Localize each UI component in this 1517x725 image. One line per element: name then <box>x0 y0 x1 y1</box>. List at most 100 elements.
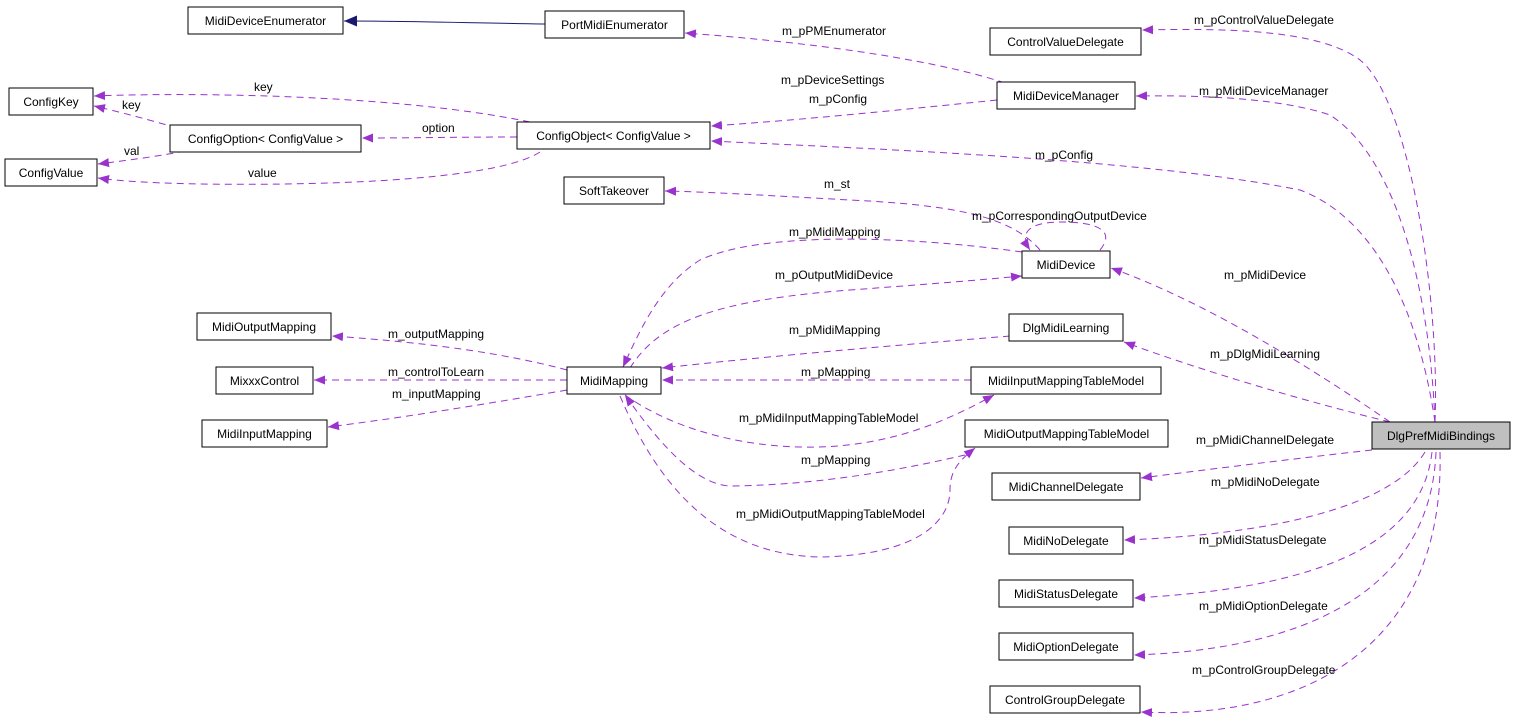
label-m-controltolearn: m_controlToLearn <box>388 365 484 379</box>
node-midi-output-mapping-table-model[interactable]: MidiOutputMappingTableModel <box>964 419 1169 448</box>
edge-key-configobject <box>93 91 531 123</box>
label-m-pmididevicemanager: m_pMidiDeviceManager <box>1199 84 1328 98</box>
node-midi-option-delegate[interactable]: MidiOptionDelegate <box>998 632 1134 661</box>
edge-midi-status-delegate <box>1133 451 1433 602</box>
label-m-pmidistatusdelegate: m_pMidiStatusDelegate <box>1199 533 1327 547</box>
node-mididevice-enumerator[interactable]: MidiDeviceEnumerator <box>187 6 344 35</box>
node-label: SoftTakeover <box>579 184 649 198</box>
node-midi-input-mapping-table-model[interactable]: MidiInputMappingTableModel <box>970 366 1162 395</box>
node-label: ConfigObject< ConfigValue > <box>536 129 691 143</box>
label-key-configoption: key <box>122 98 141 112</box>
node-label: MidiDevice <box>1037 258 1096 272</box>
node-midi-device-manager[interactable]: MidiDeviceManager <box>996 81 1136 110</box>
label-m-ppmenumerator: m_pPMEnumerator <box>782 24 886 38</box>
edge-key-configoption <box>93 104 178 129</box>
node-control-value-delegate[interactable]: ControlValueDelegate <box>989 27 1142 56</box>
edge-config-dlg <box>710 137 1436 423</box>
edge-midimapping-device <box>622 238 1023 368</box>
edge-output-mapping <box>331 332 568 371</box>
node-label: MidiInputMapping <box>217 427 312 441</box>
edge-output-table-model <box>619 395 976 558</box>
label-m-poutputmididevice: m_pOutputMidiDevice <box>775 268 893 282</box>
node-label: ConfigValue <box>19 166 84 180</box>
edge-dlg-midi-learning <box>1123 341 1391 423</box>
edge-pm-enumerator <box>684 29 1006 84</box>
node-midi-input-mapping[interactable]: MidiInputMapping <box>201 419 328 448</box>
edge-midi-no-delegate <box>1123 451 1426 545</box>
edge-inheritance-portmidi <box>343 15 546 27</box>
edge-control-group-delegate <box>1140 451 1441 718</box>
node-label: ConfigOption< ConfigValue > <box>188 132 343 146</box>
label-m-pmidioutputmappingtablemodel: m_pMidiOutputMappingTableModel <box>736 507 925 521</box>
node-dlg-pref-midi-bindings[interactable]: DlgPrefMidiBindings <box>1371 421 1511 450</box>
node-label: ControlGroupDelegate <box>1005 693 1125 707</box>
node-label: MidiChannelDelegate <box>1009 480 1124 494</box>
edge-midimapping-learning <box>661 335 1011 372</box>
node-control-group-delegate[interactable]: ControlGroupDelegate <box>989 685 1141 714</box>
node-label: DlgMidiLearning <box>1023 321 1110 335</box>
label-m-pmidioptiondelegate: m_pMidiOptionDelegate <box>1199 599 1328 613</box>
label-m-pcontrolvaluedelegate: m_pControlValueDelegate <box>1194 13 1334 27</box>
label-m-pmidimapping-device: m_pMidiMapping <box>789 225 880 239</box>
edge-corresponding-output <box>1020 221 1107 251</box>
label-m-pconfig-dlg: m_pConfig <box>1035 148 1093 162</box>
node-config-object[interactable]: ConfigObject< ConfigValue > <box>516 121 711 150</box>
node-label: MidiOutputMappingTableModel <box>984 427 1149 441</box>
node-label: MidiDeviceManager <box>1013 89 1119 103</box>
label-key-configobject: key <box>254 80 273 94</box>
edge-output-midi-device <box>629 272 1023 369</box>
node-midi-status-delegate[interactable]: MidiStatusDelegate <box>998 579 1134 608</box>
label-m-pmidiinputmappingtablemodel: m_pMidiInputMappingTableModel <box>739 411 918 425</box>
node-portmidi-enumerator[interactable]: PortMidiEnumerator <box>544 10 685 39</box>
node-config-value[interactable]: ConfigValue <box>4 158 98 187</box>
edge-input-table-model <box>624 394 995 448</box>
edges <box>93 15 1441 718</box>
edge-soft-takeover <box>664 186 1041 251</box>
node-midi-channel-delegate[interactable]: MidiChannelDelegate <box>991 472 1141 501</box>
nodes: MidiDeviceEnumerator PortMidiEnumerator … <box>4 6 1511 714</box>
edge-midi-device-manager <box>1135 91 1436 423</box>
node-label: ConfigKey <box>23 95 78 109</box>
label-val: val <box>124 144 139 158</box>
node-soft-takeover[interactable]: SoftTakeover <box>563 176 665 205</box>
edge-mapping-output <box>624 394 966 487</box>
label-m-pmididevice: m_pMidiDevice <box>1224 268 1306 282</box>
label-m-pmapping-output: m_pMapping <box>801 453 870 467</box>
label-m-pmidimapping-learning: m_pMidiMapping <box>789 323 880 337</box>
node-label: MixxxControl <box>230 374 299 388</box>
node-dlg-midi-learning[interactable]: DlgMidiLearning <box>1008 313 1124 342</box>
edge-value <box>97 151 541 185</box>
node-mixxx-control[interactable]: MixxxControl <box>215 366 314 395</box>
label-m-inputmapping: m_inputMapping <box>392 387 481 401</box>
edge-input-mapping <box>327 389 568 431</box>
label-m-pconfig-manager: m_pConfig <box>809 92 867 106</box>
label-option: option <box>422 121 455 135</box>
label-value: value <box>248 166 277 180</box>
edge-control-value-delegate <box>1141 25 1436 423</box>
edge-val <box>97 150 186 168</box>
edge-midi-option-delegate <box>1133 451 1437 660</box>
node-label: DlgPrefMidiBindings <box>1387 429 1495 443</box>
label-m-pdlgmidilearning: m_pDlgMidiLearning <box>1210 347 1320 361</box>
node-label: MidiInputMappingTableModel <box>988 374 1144 388</box>
node-midi-mapping[interactable]: MidiMapping <box>566 366 662 395</box>
node-label: ControlValueDelegate <box>1007 35 1124 49</box>
edge-labels: m_pControlValueDelegate m_pPMEnumerator … <box>122 13 1336 677</box>
label-m-pcontrolgroupdelegate: m_pControlGroupDelegate <box>1192 663 1336 677</box>
node-label: MidiNoDelegate <box>1023 534 1109 548</box>
node-midi-device[interactable]: MidiDevice <box>1021 250 1111 279</box>
edge-option <box>361 133 518 143</box>
label-m-pmapping-input: m_pMapping <box>801 365 870 379</box>
edge-midi-channel-delegate <box>1140 449 1373 482</box>
node-config-key[interactable]: ConfigKey <box>8 87 94 116</box>
node-config-option[interactable]: ConfigOption< ConfigValue > <box>169 124 362 153</box>
node-midi-no-delegate[interactable]: MidiNoDelegate <box>1008 526 1124 555</box>
label-m-pmidichanneldelegate: m_pMidiChannelDelegate <box>1196 433 1334 447</box>
node-label: PortMidiEnumerator <box>561 18 668 32</box>
node-label: MidiOutputMapping <box>212 320 316 334</box>
label-m-outputmapping: m_outputMapping <box>388 327 484 341</box>
edge-device-settings <box>710 99 998 130</box>
node-midi-output-mapping[interactable]: MidiOutputMapping <box>196 312 332 341</box>
label-m-pdevicesettings: m_pDeviceSettings <box>781 73 884 87</box>
